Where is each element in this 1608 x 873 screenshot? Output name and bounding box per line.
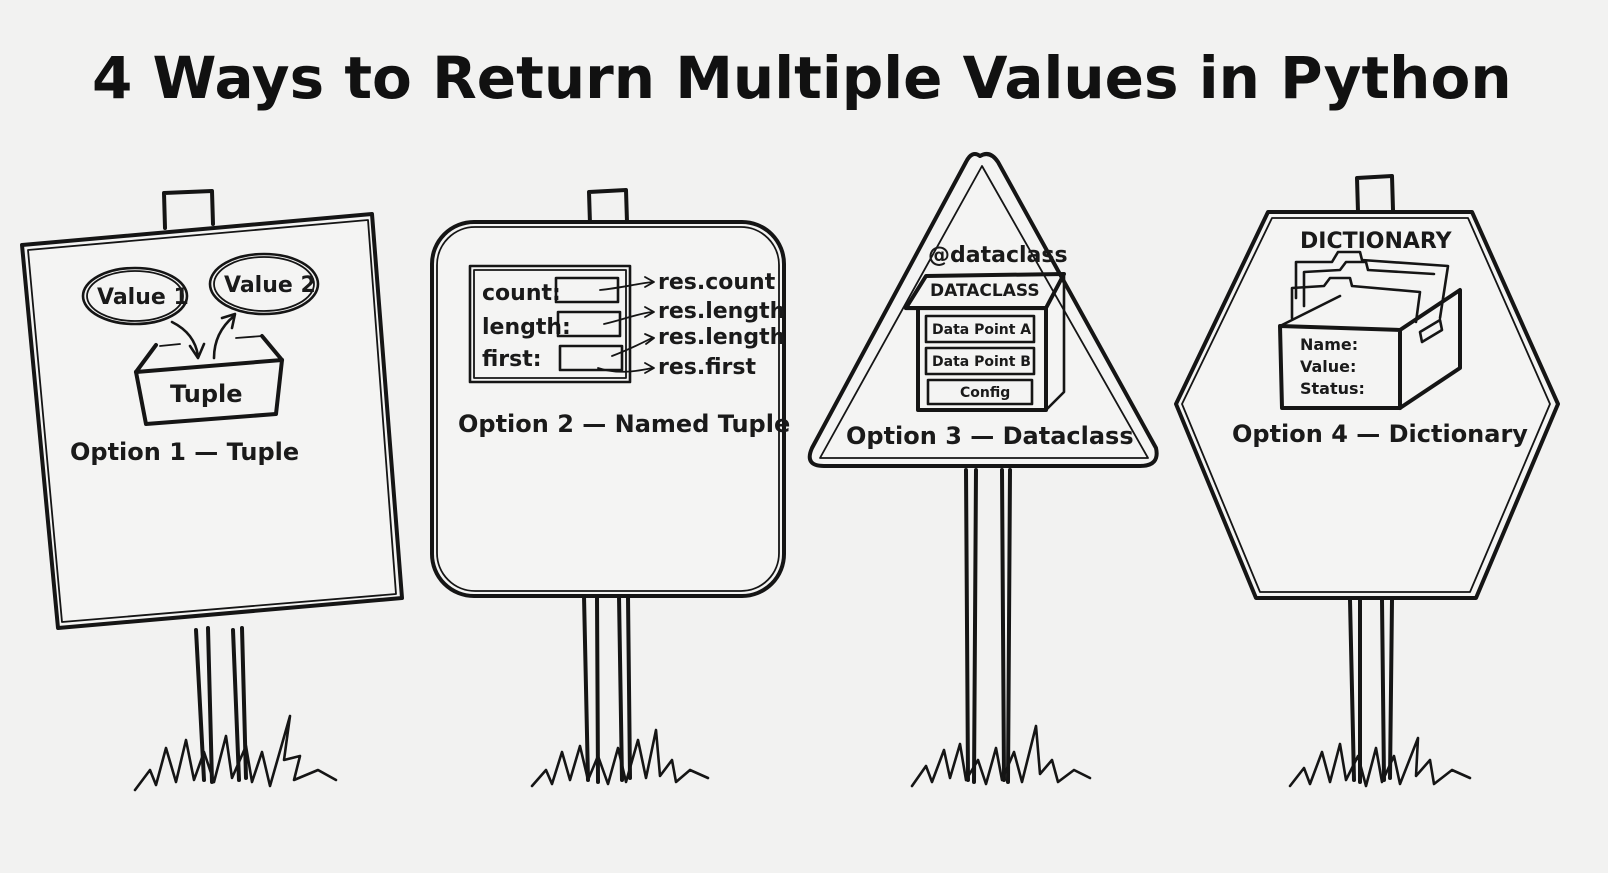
dict-key-status: Status:: [1300, 379, 1365, 398]
sign3-caption: Option 3 — Dataclass: [846, 422, 1134, 450]
sign-dictionary: DICTIONARY Name: Value: Status: Option 4…: [1176, 176, 1558, 786]
tuple-box-label: Tuple: [170, 380, 243, 408]
sign2-top-post: [589, 190, 627, 224]
dict-key-value: Value:: [1300, 357, 1356, 376]
sign4-caption: Option 4 — Dictionary: [1232, 420, 1528, 448]
dataclass-roof-label: DATACLASS: [930, 281, 1040, 301]
target-res-length-2: res.length: [658, 325, 785, 350]
sign4-top-post: [1357, 176, 1393, 212]
sign-tuple: Value 1 Value 2 Tuple Option 1 — Tuple: [22, 191, 402, 790]
row-data-point-a-label: Data Point A: [932, 322, 1031, 338]
sign1-caption: Option 1 — Tuple: [70, 438, 299, 466]
sign4-post: [1350, 600, 1392, 782]
field-count: count:: [482, 281, 561, 306]
sign3-post: [966, 470, 1010, 782]
target-res-length: res.length: [658, 299, 785, 324]
row-data-point-b-label: Data Point B: [932, 354, 1031, 370]
dataclass-decorator: @dataclass: [928, 243, 1068, 268]
sign-dataclass: @dataclass DATACLASS Data Point A Data P…: [810, 154, 1157, 786]
target-res-first: res.first: [658, 355, 756, 380]
sign1-top-post: [164, 191, 213, 228]
field-first: first:: [482, 347, 542, 372]
row-config-label: Config: [960, 385, 1010, 401]
sign2-post: [584, 596, 630, 782]
value2-label: Value 2: [224, 273, 316, 298]
dict-key-name: Name:: [1300, 335, 1358, 354]
sign2-caption: Option 2 — Named Tuple: [458, 410, 790, 438]
dictionary-heading: DICTIONARY: [1300, 229, 1453, 254]
page-title: 4 Ways to Return Multiple Values in Pyth…: [92, 44, 1512, 112]
value1-label: Value 1: [97, 285, 189, 310]
sign3-grass: [912, 726, 1090, 786]
sign-named-tuple: count: length: first: res.count res.leng…: [432, 190, 790, 786]
sign4-grass: [1290, 738, 1470, 786]
target-res-count: res.count: [658, 270, 776, 295]
